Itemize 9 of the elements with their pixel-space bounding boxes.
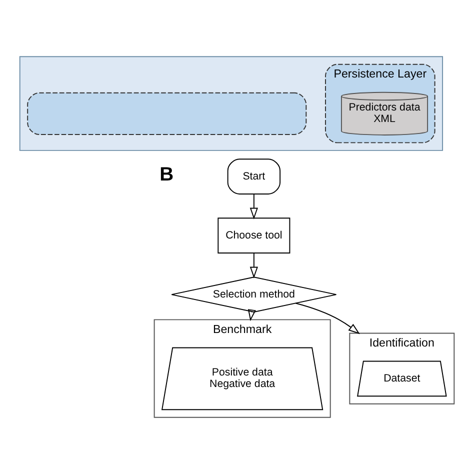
- arrow: [250, 194, 258, 220]
- arrow: [250, 252, 258, 278]
- arrow: [295, 302, 360, 334]
- node-box: Start: [227, 158, 281, 194]
- node-box: [27, 92, 307, 135]
- cluster: [19, 56, 444, 151]
- label: B: [160, 163, 174, 186]
- node-box: Choose tool: [218, 218, 290, 254]
- arrow: [248, 309, 256, 322]
